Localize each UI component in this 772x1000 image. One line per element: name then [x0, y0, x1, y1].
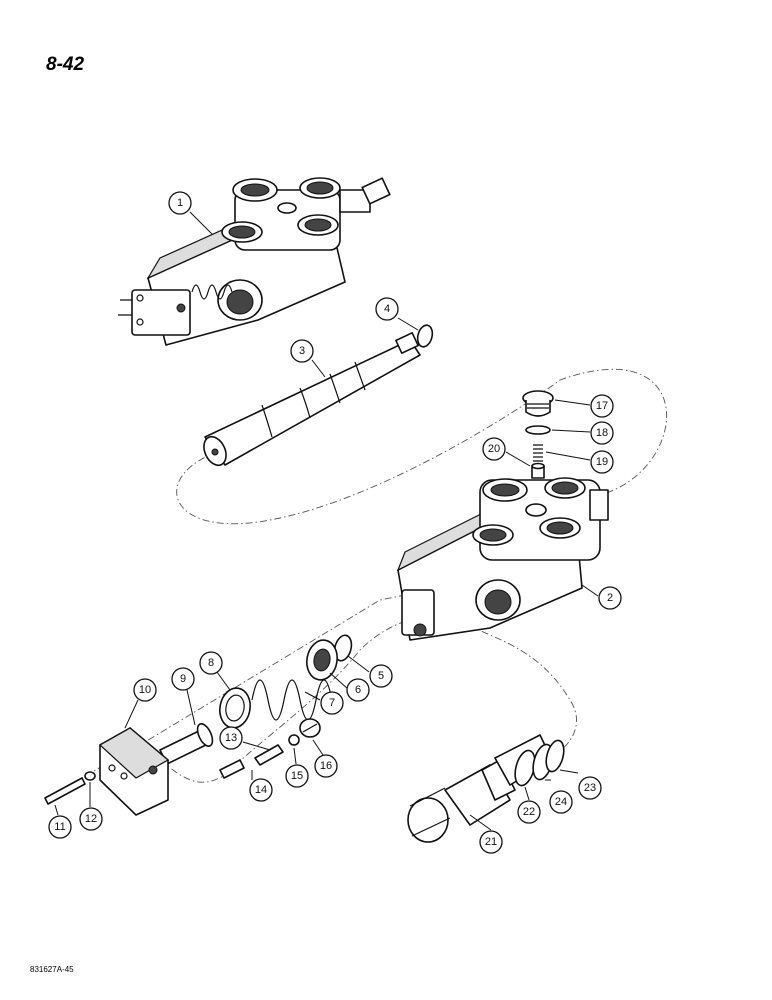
callout-8: 8 [199, 651, 223, 675]
svg-text:8: 8 [208, 657, 214, 669]
callout-10: 10 [133, 678, 157, 702]
o-ring-23 [545, 739, 565, 773]
svg-text:20: 20 [488, 443, 500, 455]
plug-17 [522, 390, 554, 417]
end-cap-10 [98, 727, 170, 816]
spring-7 [251, 679, 333, 721]
callout-21: 21 [479, 830, 503, 854]
seat-6 [306, 639, 338, 681]
svg-text:14: 14 [255, 784, 267, 796]
svg-text:12: 12 [85, 813, 97, 825]
poppet-20 [531, 462, 545, 479]
check-valve-13-14 [219, 744, 284, 779]
bolt-11 [44, 777, 86, 805]
callout-16: 16 [314, 754, 338, 778]
spring-19 [533, 444, 543, 462]
washer-8 [219, 687, 251, 729]
svg-text:4: 4 [384, 303, 390, 315]
svg-text:23: 23 [584, 782, 596, 794]
svg-text:18: 18 [596, 427, 608, 439]
relief-cartridge-21 [407, 734, 553, 843]
washer-12 [84, 771, 96, 781]
o-ring-4 [416, 324, 434, 348]
svg-text:6: 6 [355, 684, 361, 696]
callout-24: 24 [549, 790, 573, 814]
svg-text:3: 3 [299, 345, 305, 357]
svg-text:15: 15 [291, 770, 303, 782]
svg-text:5: 5 [378, 670, 384, 682]
callout-14: 14 [249, 778, 273, 802]
svg-text:17: 17 [596, 400, 608, 412]
callout-2: 2 [598, 586, 622, 610]
svg-text:21: 21 [485, 836, 497, 848]
guide-line-relief [454, 619, 577, 761]
page-number: 8-42 [46, 54, 85, 75]
callout-1: 1 [168, 191, 192, 215]
svg-text:22: 22 [523, 806, 535, 818]
callout-3: 3 [290, 339, 314, 363]
guide-line-cover [159, 615, 456, 783]
callout-11: 11 [48, 815, 72, 839]
callout-4: 4 [375, 297, 399, 321]
o-ring-18 [525, 425, 551, 435]
valve-body-middle [396, 477, 609, 641]
callout-23: 23 [578, 776, 602, 800]
callout-17: 17 [590, 394, 614, 418]
guide-line-spool [176, 368, 667, 525]
callout-20: 20 [482, 437, 506, 461]
callout-7: 7 [320, 691, 344, 715]
callout-9: 9 [171, 667, 195, 691]
callout-6: 6 [346, 678, 370, 702]
o-ring-5 [333, 634, 353, 662]
leader-lines [54, 211, 599, 831]
svg-text:1: 1 [177, 197, 183, 209]
callout-22: 22 [517, 800, 541, 824]
callout-18: 18 [590, 421, 614, 445]
callout-12: 12 [79, 807, 103, 831]
svg-text:2: 2 [607, 592, 613, 604]
callout-5: 5 [369, 664, 393, 688]
callout-19: 19 [590, 450, 614, 474]
svg-text:19: 19 [596, 456, 608, 468]
svg-text:10: 10 [139, 684, 151, 696]
callout-15: 15 [285, 764, 309, 788]
svg-text:24: 24 [555, 796, 567, 808]
svg-text:9: 9 [180, 673, 186, 685]
ball-15 [288, 734, 300, 746]
spool-end-9 [159, 723, 214, 765]
svg-text:16: 16 [320, 760, 332, 772]
svg-text:11: 11 [54, 821, 65, 833]
svg-text:13: 13 [225, 732, 237, 744]
valve-assembly-top [118, 177, 391, 346]
figure-code: 831627A-45 [30, 965, 74, 974]
spool [203, 332, 421, 467]
callout-13: 13 [219, 726, 243, 750]
svg-text:7: 7 [329, 697, 335, 709]
plug-16 [299, 718, 321, 738]
